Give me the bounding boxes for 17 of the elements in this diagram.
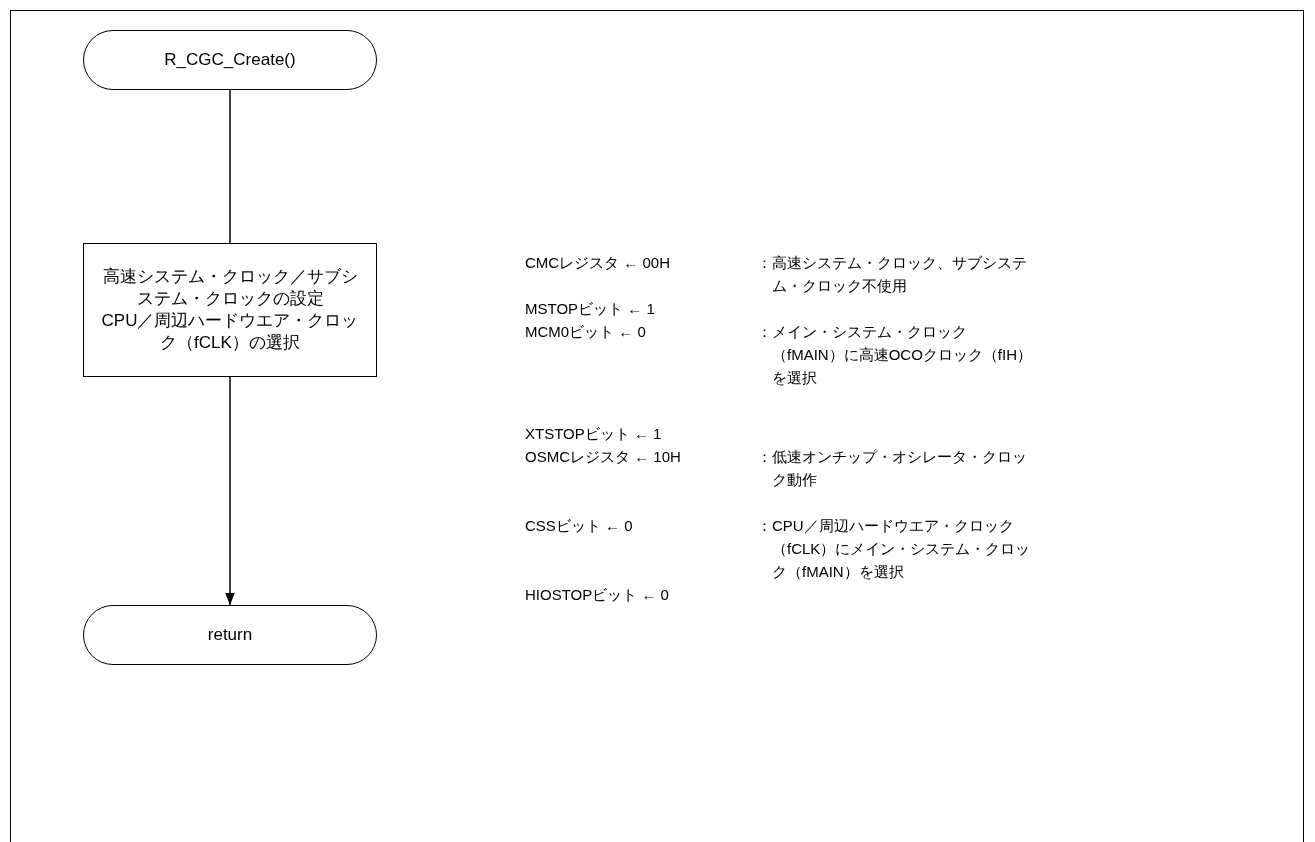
register-setting: HIOSTOPビット ← 0 <box>525 585 669 605</box>
node-text: return <box>207 623 253 646</box>
node-text: 高速システム・クロック／サブシステム・クロックの設定 <box>101 265 359 310</box>
node-text: CPU／周辺ハードウエア・クロック（fCLK）の選択 <box>100 310 360 355</box>
process-box <box>83 243 377 377</box>
note-text: ：メイン・システム・クロック（fMAIN）に高速OCOクロック（fIH）を選択 <box>757 322 1033 388</box>
arrow <box>225 376 235 606</box>
register-setting: CSSビット ← 0 <box>525 516 633 536</box>
note-text: ：低速オンチップ・オシレータ・クロック動作 <box>757 447 1028 490</box>
register-setting: OSMCレジスタ ← 10H <box>525 447 681 467</box>
node-text: R_CGC_Create() <box>164 48 296 71</box>
register-setting: CMCレジスタ ← 00H <box>525 253 670 273</box>
note-text: ：CPU／周辺ハードウエア・クロック（fCLK）にメイン・システム・クロック（fMAIN）を選択 <box>757 516 1032 582</box>
register-setting: MSTOPビット ← 1 <box>525 299 655 319</box>
note-text: ：高速システム・クロック、サブシステム・クロック不使用 <box>757 253 1028 296</box>
register-setting: MCM0ビット ← 0 <box>525 322 646 342</box>
register-setting: XTSTOPビット ← 1 <box>525 424 662 444</box>
